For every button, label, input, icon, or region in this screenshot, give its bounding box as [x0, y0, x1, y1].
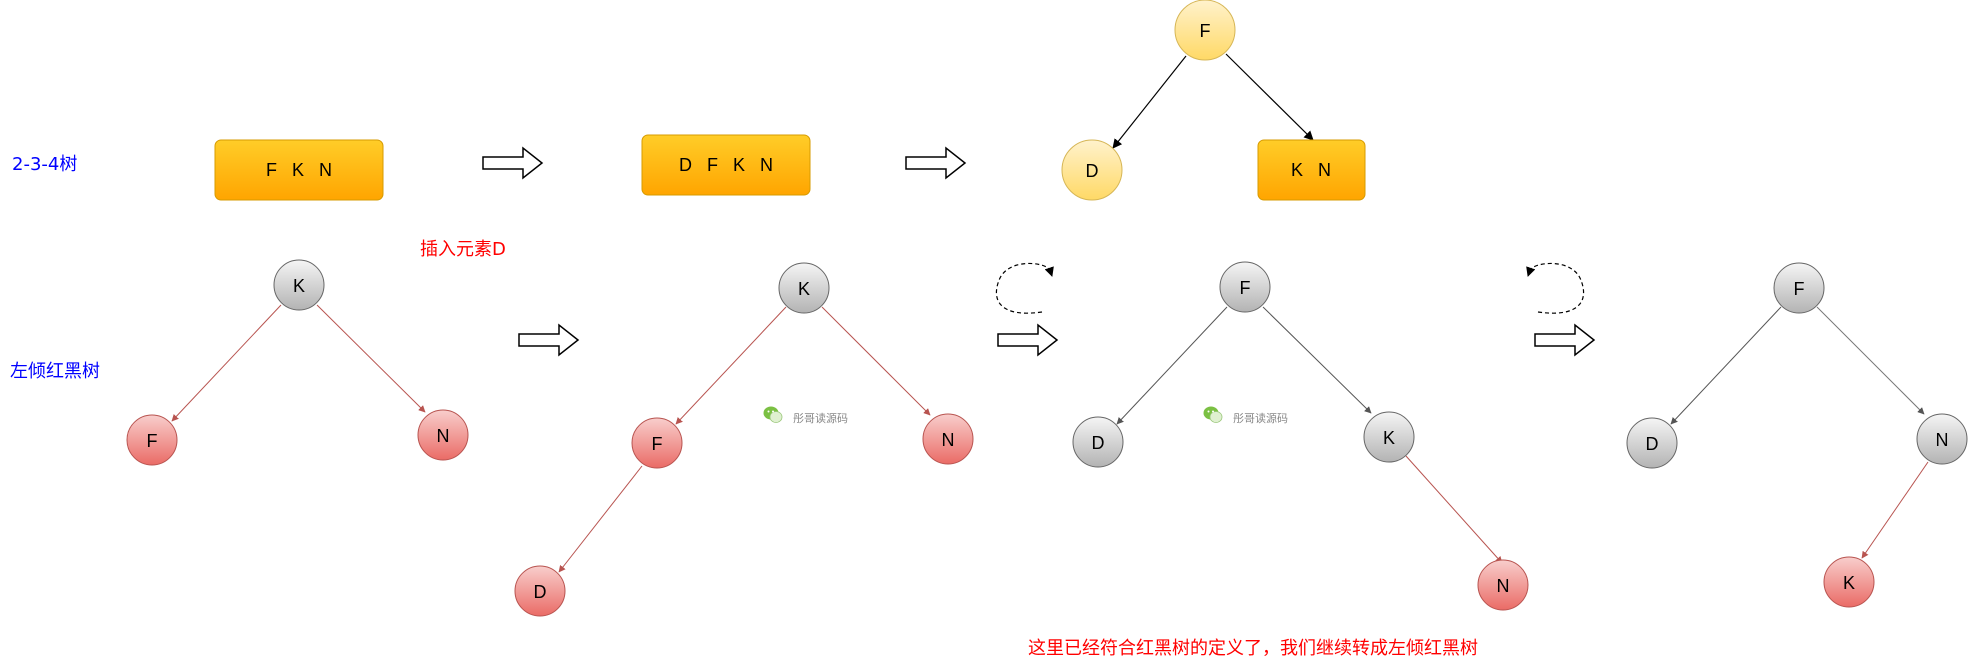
node-t1-n — [417, 409, 469, 461]
edge-t2-k-f — [675, 306, 787, 425]
node-t2-k — [778, 262, 830, 314]
node-t2-n — [922, 413, 974, 465]
rotate-left-icon — [1526, 262, 1585, 314]
node-t3-k — [1363, 411, 1415, 463]
node-t2-f — [631, 417, 683, 469]
edge-t1-k-n — [316, 304, 426, 413]
node-t3-n-label: N — [1497, 576, 1510, 596]
arrow-right-1 — [482, 146, 544, 180]
node-t3-d-label: D — [1092, 433, 1105, 453]
label-note: 这里已经符合红黑树的定义了，我们继续转成左倾红黑树 — [1028, 638, 1478, 659]
node-box-kn-label: K N — [1291, 160, 1331, 180]
arrow-right-5 — [1534, 323, 1596, 357]
label-llrb-tree: 左倾红黑树 — [10, 361, 100, 382]
wechat-icon — [1203, 406, 1223, 423]
node-t2-n-label: N — [942, 430, 955, 450]
node-t4-k — [1823, 556, 1875, 608]
node-circle-f-234 — [1174, 0, 1236, 61]
watermark-text: 彤哥读源码 — [1233, 412, 1288, 425]
node-t4-n — [1916, 413, 1968, 465]
node-t4-d — [1626, 417, 1678, 469]
edge-t3-f-d — [1116, 306, 1228, 425]
node-t3-f-label: F — [1240, 278, 1251, 298]
node-t4-f-label: F — [1794, 279, 1805, 299]
edge-t4-f-n — [1816, 306, 1925, 415]
node-t4-f — [1773, 262, 1825, 314]
arrow-right-2 — [905, 146, 967, 180]
edge-f-d-234 — [1112, 55, 1187, 149]
edge-t2-f-d — [558, 465, 643, 573]
node-t2-d-label: D — [534, 582, 547, 602]
edge-t3-f-k — [1262, 306, 1372, 414]
node-circle-d-234-label: D — [1086, 161, 1099, 181]
node-t1-f — [126, 414, 178, 466]
rotate-right-icon — [995, 262, 1054, 314]
node-circle-d-234 — [1061, 139, 1123, 201]
node-t4-k-label: K — [1843, 573, 1855, 593]
node-circle-f-234-label: F — [1200, 21, 1211, 41]
node-t2-d — [514, 565, 566, 617]
label-insert-d: 插入元素D — [420, 239, 506, 260]
node-t1-f-label: F — [147, 431, 158, 451]
node-box-dfkn — [641, 134, 811, 196]
arrow-right-4 — [997, 323, 1059, 357]
node-t3-n — [1477, 559, 1529, 611]
wechat-icon — [763, 406, 783, 423]
edge-f-kn-234 — [1225, 53, 1314, 141]
node-box-fkn — [214, 139, 384, 201]
label-234-tree: 2-3-4树 — [12, 154, 78, 175]
node-t2-f-label: F — [652, 434, 663, 454]
node-t1-k — [273, 259, 325, 311]
arrow-right-3 — [518, 323, 580, 357]
edge-t4-f-d — [1670, 306, 1782, 425]
edge-t3-k-n — [1405, 455, 1503, 564]
node-t1-n-label: N — [437, 426, 450, 446]
edge-t1-k-f — [171, 304, 282, 422]
node-t3-d — [1072, 416, 1124, 468]
node-box-kn — [1257, 139, 1366, 201]
node-t4-n-label: N — [1936, 430, 1949, 450]
node-box-fkn-label: F K N — [266, 160, 332, 180]
watermark-text: 彤哥读源码 — [793, 412, 848, 425]
node-t2-k-label: K — [798, 279, 810, 299]
node-t3-f — [1219, 261, 1271, 313]
node-t3-k-label: K — [1383, 428, 1395, 448]
edge-t2-k-n — [821, 306, 931, 416]
node-t4-d-label: D — [1646, 434, 1659, 454]
edge-t4-n-k — [1861, 461, 1929, 559]
node-t1-k-label: K — [293, 276, 305, 296]
node-box-dfkn-label: D F K N — [679, 155, 773, 175]
